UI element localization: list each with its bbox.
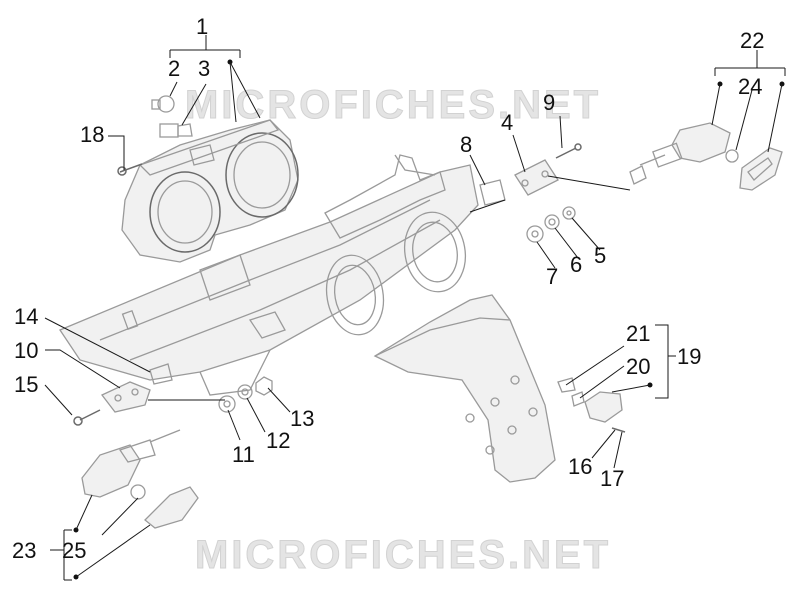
callout-18: 18 xyxy=(80,122,104,147)
callout-17: 17 xyxy=(600,466,624,491)
left-indicator-bracket xyxy=(73,363,273,426)
right-indicator-bracket xyxy=(479,143,582,243)
callout-12: 12 xyxy=(266,428,290,453)
callout-9: 9 xyxy=(543,90,555,115)
callout-15: 15 xyxy=(14,372,38,397)
callout-8: 8 xyxy=(460,132,472,157)
callout-11: 11 xyxy=(232,442,255,467)
watermark-bottom: MICROFICHES.NET xyxy=(195,533,611,577)
callout-25: 25 xyxy=(62,538,86,563)
callout-16: 16 xyxy=(568,454,592,479)
callout-5: 5 xyxy=(594,243,606,268)
license-plate-holder xyxy=(373,294,556,483)
callout-13: 13 xyxy=(290,406,314,431)
callout-24: 24 xyxy=(738,74,762,99)
callout-1: 1 xyxy=(196,14,208,39)
left-indicator xyxy=(81,429,199,529)
double-lamp-unit xyxy=(121,119,299,263)
screw-18 xyxy=(117,163,143,176)
leader-lines xyxy=(44,35,786,581)
callout-4: 4 xyxy=(501,110,513,135)
callout-23: 23 xyxy=(12,538,36,563)
callout-10: 10 xyxy=(14,338,38,363)
callout-21: 21 xyxy=(626,321,650,346)
right-indicator xyxy=(629,122,783,191)
callout-22: 22 xyxy=(740,28,764,53)
callout-2: 2 xyxy=(168,56,180,81)
callout-3: 3 xyxy=(198,56,210,81)
bulb-2 xyxy=(151,95,175,113)
callout-14: 14 xyxy=(14,304,38,329)
watermark-top: MICROFICHES.NET xyxy=(185,83,601,127)
callout-19: 19 xyxy=(677,344,701,369)
callout-6: 6 xyxy=(570,252,582,277)
license-plate-light xyxy=(557,377,626,433)
socket-3 xyxy=(159,123,193,138)
rear-body-frame xyxy=(59,154,479,396)
callout-7: 7 xyxy=(546,264,558,289)
callout-labels: 1 2 3 4 5 6 7 8 9 10 11 12 13 14 15 16 1… xyxy=(12,14,764,563)
callout-20: 20 xyxy=(626,354,650,379)
